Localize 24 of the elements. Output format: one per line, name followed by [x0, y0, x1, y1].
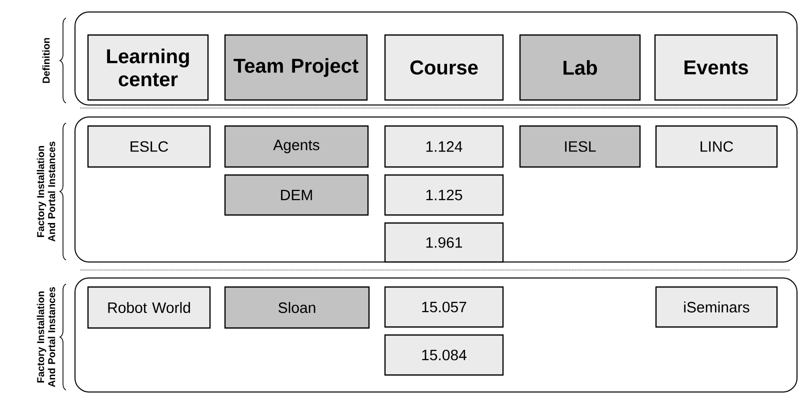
- category-box: IESL: [519, 125, 641, 168]
- row-label: Definition: [42, 38, 50, 83]
- category-box: DEM: [224, 174, 369, 216]
- category-box: Course: [384, 34, 504, 101]
- row-label: Factory Installation And Portal Instances: [36, 287, 56, 388]
- panel: [74, 116, 798, 262]
- category-box: 15.057: [384, 286, 504, 328]
- category-box: iSeminars: [655, 286, 778, 328]
- category-box: Sloan: [224, 286, 370, 329]
- category-box: LINC: [655, 125, 778, 168]
- panel: [74, 12, 798, 106]
- row-label: Factory Installation And Portal Instances: [36, 142, 56, 242]
- category-box: 1.124: [384, 125, 504, 168]
- category-box: Team Project: [224, 34, 368, 101]
- category-box: 15.084: [384, 334, 504, 376]
- category-box: Agents: [224, 125, 369, 168]
- category-box: Events: [654, 34, 778, 101]
- category-box: Lab: [519, 34, 641, 101]
- panel: [74, 278, 798, 392]
- category-box: 1.961: [384, 222, 504, 263]
- category-box: Robot World: [87, 286, 211, 329]
- category-box: ESLC: [87, 125, 211, 168]
- category-box: 1.125: [384, 174, 504, 216]
- category-box: Learning center: [87, 34, 209, 101]
